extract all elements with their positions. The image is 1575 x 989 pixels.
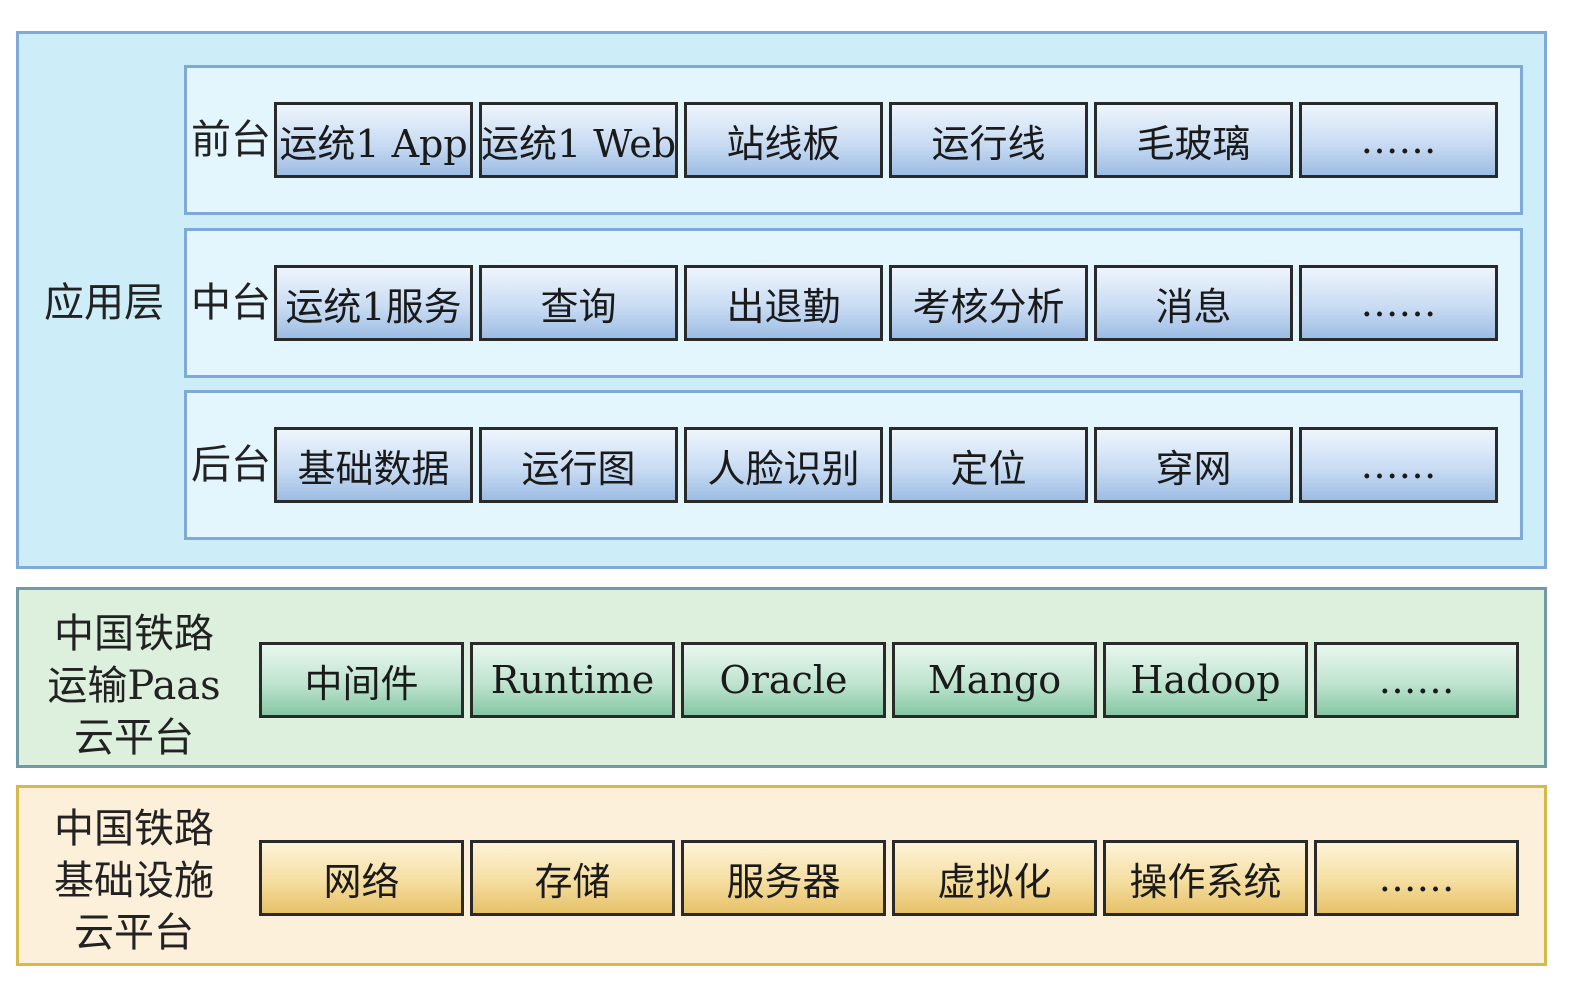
paas-item-oracle: Oracle <box>681 642 886 718</box>
front-tier: 前台 运统1 App 运统1 Web 站线板 运行线 毛玻璃 …… <box>184 65 1523 215</box>
infra-label-line-1: 中国铁路 <box>54 806 214 852</box>
paas-item-hadoop: Hadoop <box>1103 642 1308 718</box>
middle-item-query: 查询 <box>479 265 678 341</box>
infra-row: 网络 存储 服务器 虚拟化 操作系统 …… <box>259 840 1519 916</box>
back-tier-label: 后台 <box>191 442 271 488</box>
infra-item-server: 服务器 <box>681 840 886 916</box>
middle-item-more: …… <box>1299 265 1498 341</box>
back-item-face-recognition: 人脸识别 <box>684 427 883 503</box>
back-item-network: 穿网 <box>1094 427 1293 503</box>
infra-layer: 中国铁路 基础设施 云平台 网络 存储 服务器 虚拟化 操作系统 …… <box>16 785 1547 966</box>
back-tier-row: 基础数据 运行图 人脸识别 定位 穿网 …… <box>274 427 1498 503</box>
paas-item-mango: Mango <box>892 642 1097 718</box>
paas-row: 中间件 Runtime Oracle Mango Hadoop …… <box>259 642 1519 718</box>
front-item-run-line: 运行线 <box>889 102 1088 178</box>
front-tier-row: 运统1 App 运统1 Web 站线板 运行线 毛玻璃 …… <box>274 102 1498 178</box>
paas-label-line-3: 云平台 <box>74 715 194 761</box>
application-layer-label: 应用层 <box>44 280 164 326</box>
infra-item-virtualization: 虚拟化 <box>892 840 1097 916</box>
infra-label-line-3: 云平台 <box>74 910 194 956</box>
infra-item-network: 网络 <box>259 840 464 916</box>
infra-item-os: 操作系统 <box>1103 840 1308 916</box>
back-item-more: …… <box>1299 427 1498 503</box>
back-item-run-diagram: 运行图 <box>479 427 678 503</box>
paas-item-more: …… <box>1314 642 1519 718</box>
infra-item-storage: 存储 <box>470 840 675 916</box>
middle-item-service: 运统1服务 <box>274 265 473 341</box>
front-item-station-board: 站线板 <box>684 102 883 178</box>
middle-tier-label: 中台 <box>191 280 271 326</box>
infra-label-line-2: 基础设施 <box>54 858 214 904</box>
front-tier-label: 前台 <box>191 117 271 163</box>
back-item-positioning: 定位 <box>889 427 1088 503</box>
infra-layer-label: 中国铁路 基础设施 云平台 <box>39 803 229 959</box>
paas-item-runtime: Runtime <box>470 642 675 718</box>
paas-layer: 中国铁路 运输Paas 云平台 中间件 Runtime Oracle Mango… <box>16 587 1547 768</box>
infra-item-more: …… <box>1314 840 1519 916</box>
paas-label-line-1: 中国铁路 <box>54 611 214 657</box>
paas-label-line-2: 运输Paas <box>47 663 221 709</box>
paas-layer-label: 中国铁路 运输Paas 云平台 <box>39 608 229 764</box>
back-tier: 后台 基础数据 运行图 人脸识别 定位 穿网 …… <box>184 390 1523 540</box>
front-item-web: 运统1 Web <box>479 102 678 178</box>
front-item-app: 运统1 App <box>274 102 473 178</box>
middle-item-attendance: 出退勤 <box>684 265 883 341</box>
middle-tier: 中台 运统1服务 查询 出退勤 考核分析 消息 …… <box>184 228 1523 378</box>
front-item-frosted-glass: 毛玻璃 <box>1094 102 1293 178</box>
middle-tier-row: 运统1服务 查询 出退勤 考核分析 消息 …… <box>274 265 1498 341</box>
middle-item-assessment: 考核分析 <box>889 265 1088 341</box>
back-item-base-data: 基础数据 <box>274 427 473 503</box>
paas-item-middleware: 中间件 <box>259 642 464 718</box>
middle-item-message: 消息 <box>1094 265 1293 341</box>
application-layer: 应用层 前台 运统1 App 运统1 Web 站线板 运行线 毛玻璃 …… 中台… <box>16 31 1547 569</box>
front-item-more: …… <box>1299 102 1498 178</box>
